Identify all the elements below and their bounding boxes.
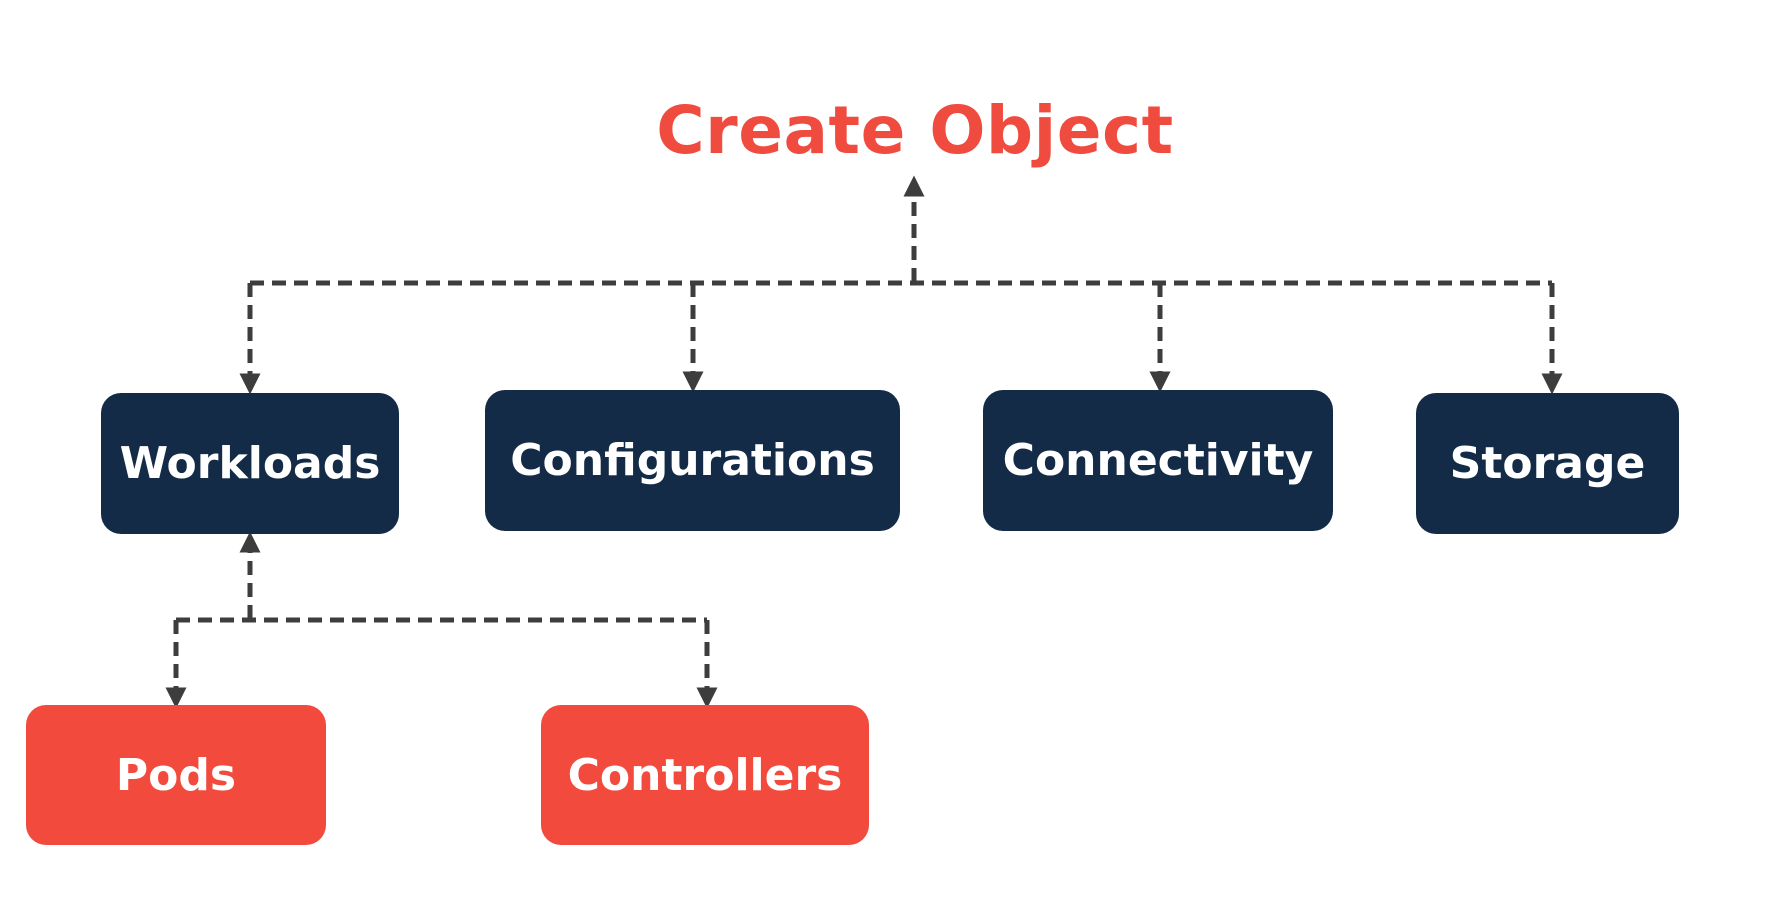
pods-node: Pods — [26, 705, 326, 845]
storage-node: Storage — [1416, 393, 1679, 534]
workloads-node: Workloads — [101, 393, 399, 534]
connectivity-node: Connectivity — [983, 390, 1333, 531]
connectivity-label: Connectivity — [1002, 435, 1314, 486]
configurations-label: Configurations — [510, 435, 875, 486]
create-object-title: Create Object — [656, 92, 1174, 169]
configurations-node: Configurations — [485, 390, 900, 531]
controllers-label: Controllers — [567, 749, 843, 801]
storage-label: Storage — [1449, 438, 1646, 489]
controllers-node: Controllers — [541, 705, 869, 845]
pods-label: Pods — [115, 749, 237, 801]
workloads-label: Workloads — [119, 438, 381, 489]
